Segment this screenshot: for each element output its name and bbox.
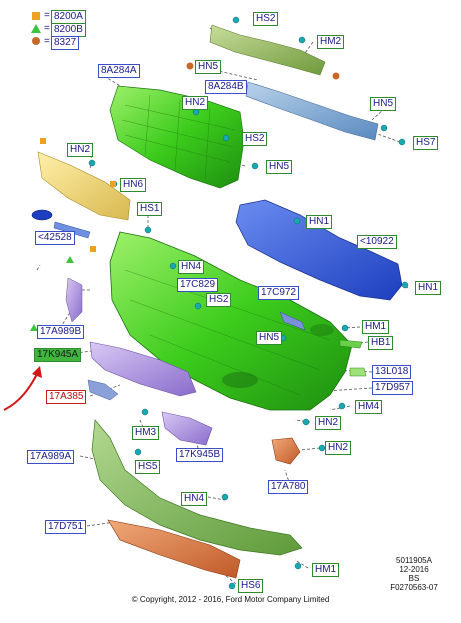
- callout-17k945a[interactable]: 17K945A: [34, 348, 82, 362]
- callout-hm1-a[interactable]: HM1: [362, 320, 390, 334]
- steel-bar: [245, 81, 379, 141]
- legend-code-3[interactable]: 8327: [51, 36, 80, 50]
- callout-17d957[interactable]: 17D957: [372, 381, 414, 395]
- callout-8a284a[interactable]: 8A284A: [98, 64, 140, 78]
- legend-code-2[interactable]: 8200B: [51, 23, 86, 37]
- callout-hn6[interactable]: HN6: [120, 178, 147, 192]
- callout-hn2-c[interactable]: HN2: [315, 416, 342, 430]
- callout-13l018[interactable]: 13L018: [372, 365, 412, 379]
- callout-42528[interactable]: <42528: [35, 231, 75, 245]
- copyright-notice: © Copyright, 2012 - 2016, Ford Motor Com…: [131, 595, 330, 604]
- callout-hn2-d[interactable]: HN2: [325, 441, 352, 455]
- emblem-part: [31, 209, 53, 221]
- callout-10922[interactable]: <10922: [357, 235, 397, 249]
- callout-hn1-b[interactable]: HN1: [415, 281, 442, 295]
- callout-hb1[interactable]: HB1: [368, 336, 394, 350]
- callout-17c829[interactable]: 17C829: [177, 278, 219, 292]
- legend-equals-2: =: [42, 23, 52, 35]
- skid-plate: [107, 519, 241, 579]
- lower-grille-right: [161, 411, 213, 446]
- meta-line-2: 12-2016: [399, 565, 429, 574]
- callout-hn5-c[interactable]: HN5: [266, 160, 293, 174]
- callout-hn5-b[interactable]: HN5: [370, 97, 397, 111]
- callout-hn2-a[interactable]: HN2: [182, 96, 209, 110]
- callout-17a780[interactable]: 17A780: [268, 480, 309, 494]
- lower-grille-left: [89, 341, 197, 397]
- callout-17a989a[interactable]: 17A989A: [27, 450, 75, 464]
- circle-marker: [186, 62, 194, 70]
- tow-cover: [271, 437, 301, 465]
- legend-triangle-icon: [31, 24, 41, 33]
- callout-hs2-b[interactable]: HS2: [242, 132, 268, 146]
- callout-hn4-a[interactable]: HN4: [178, 260, 205, 274]
- fastener-icons: [88, 16, 409, 590]
- callout-hn5-a[interactable]: HN5: [195, 60, 222, 74]
- callout-17a385[interactable]: 17A385: [46, 390, 87, 404]
- callout-hm2-top[interactable]: HM2: [317, 35, 345, 49]
- legend-circle-icon: [32, 37, 40, 45]
- callout-hm4[interactable]: HM4: [355, 400, 383, 414]
- callout-hn2-b[interactable]: HN2: [67, 143, 94, 157]
- callout-17d751[interactable]: 17D751: [45, 520, 87, 534]
- callout-hs5[interactable]: HS5: [135, 460, 161, 474]
- callout-8a284b[interactable]: 8A284B: [205, 80, 247, 94]
- red-arrow: [3, 371, 39, 411]
- callout-hs6[interactable]: HS6: [238, 579, 264, 593]
- callout-hn1-a[interactable]: HN1: [306, 215, 333, 229]
- callout-hm1-b[interactable]: HM1: [312, 563, 340, 577]
- yellow-grille: [37, 151, 131, 221]
- drawing-meta: 5011905A 12-2016 BS F0270563-07: [382, 556, 446, 592]
- upper-absorber: [209, 24, 326, 76]
- callout-hs1[interactable]: HS1: [137, 202, 163, 216]
- callout-17c972[interactable]: 17C972: [258, 286, 300, 300]
- legend-square-icon: [32, 12, 40, 20]
- meta-line-1: 5011905A: [396, 556, 432, 565]
- legend-equals-1: =: [42, 10, 52, 22]
- callout-hm3[interactable]: HM3: [132, 426, 160, 440]
- meta-line-4: F0270563-07: [390, 583, 438, 592]
- square-marker: [40, 138, 46, 144]
- legend-equals-3: =: [42, 36, 52, 48]
- callout-17a989b[interactable]: 17A989B: [37, 325, 85, 339]
- callout-hn4-b[interactable]: HN4: [181, 492, 208, 506]
- lower-valance: [91, 419, 303, 556]
- triangle-marker: [66, 256, 74, 263]
- legend-code-1[interactable]: 8200A: [51, 10, 86, 24]
- callout-hs7[interactable]: HS7: [413, 136, 439, 150]
- callout-17k945b[interactable]: 17K945B: [176, 448, 224, 462]
- callout-hs2-top[interactable]: HS2: [253, 12, 279, 26]
- left-bracket: [65, 277, 83, 323]
- meta-line-3: BS: [408, 574, 420, 583]
- callout-hn5-d[interactable]: HN5: [256, 331, 283, 345]
- callout-hs2-c[interactable]: HS2: [206, 293, 232, 307]
